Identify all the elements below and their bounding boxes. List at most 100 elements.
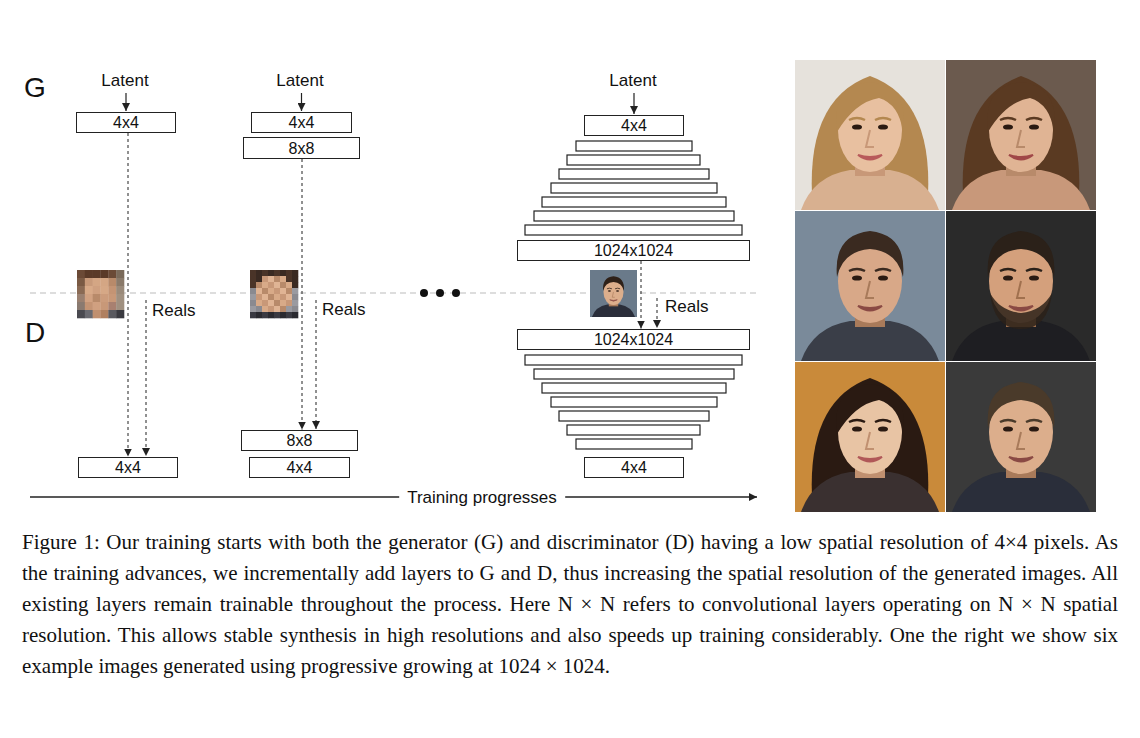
pixel — [250, 276, 256, 282]
pixel — [274, 270, 280, 276]
pixel — [256, 294, 262, 300]
network-letter: D — [25, 317, 45, 349]
layer-box: 8x8 — [243, 137, 360, 159]
pixel — [268, 300, 274, 306]
layer-box: 4x4 — [584, 457, 684, 478]
reals-label: Reals — [665, 297, 708, 317]
pixel — [108, 302, 116, 310]
pixel — [292, 288, 298, 294]
pixel — [262, 312, 268, 318]
layer-box: 8x8 — [241, 430, 358, 451]
pixel — [262, 270, 268, 276]
dashed-connector — [128, 133, 129, 457]
pixel — [280, 294, 286, 300]
pixel — [292, 294, 298, 300]
pixel — [101, 302, 109, 310]
pixel — [85, 294, 93, 302]
pixel — [108, 286, 116, 294]
layer-box: 4x4 — [76, 112, 176, 133]
layer-bar — [551, 397, 717, 407]
pixel — [85, 278, 93, 286]
pixel — [116, 302, 124, 310]
pixel — [292, 282, 298, 288]
pixel — [268, 312, 274, 318]
layer-box: 4x4 — [78, 457, 178, 478]
pixel — [116, 294, 124, 302]
latent-arrow — [301, 93, 302, 111]
pixel — [108, 310, 116, 318]
pixel — [292, 276, 298, 282]
progress-arrow — [30, 496, 757, 497]
pixel — [116, 286, 124, 294]
pixel — [77, 310, 85, 318]
pixel — [93, 302, 101, 310]
pixel — [256, 282, 262, 288]
pixel — [250, 270, 256, 276]
pixel — [274, 294, 280, 300]
reals-arrow — [657, 298, 658, 328]
dashed-connector — [302, 159, 303, 430]
pixel — [256, 306, 262, 312]
pixel — [280, 288, 286, 294]
latent-arrow — [125, 93, 126, 111]
layer-label: 4x4 — [621, 458, 647, 477]
face-image — [795, 60, 945, 210]
pixel — [108, 278, 116, 286]
figure-caption: Figure 1: Our training starts with both … — [22, 527, 1118, 682]
pixel — [77, 270, 85, 278]
pixel — [292, 270, 298, 276]
layer-bar — [525, 355, 742, 365]
layer-bar — [542, 197, 726, 207]
layer-bar — [551, 183, 717, 193]
layer-bar — [534, 369, 734, 379]
layer-bar — [576, 141, 692, 151]
layer-label: 4x4 — [287, 458, 313, 477]
pixel — [85, 310, 93, 318]
ellipsis-dot — [452, 289, 460, 297]
pixel — [93, 310, 101, 318]
layer-label: 4x4 — [621, 116, 647, 135]
pixel — [268, 270, 274, 276]
pixel — [101, 270, 109, 278]
pixel — [85, 270, 93, 278]
layer-label: 1024x1024 — [594, 330, 673, 349]
pixel — [250, 288, 256, 294]
face-image — [795, 362, 945, 512]
layer-bar — [567, 425, 700, 435]
pixel — [268, 276, 274, 282]
layer-box: 4x4 — [584, 115, 684, 136]
pixel — [256, 288, 262, 294]
pixel — [286, 300, 292, 306]
pixel — [85, 286, 93, 294]
pixel — [268, 288, 274, 294]
pixel — [77, 302, 85, 310]
pixel — [286, 306, 292, 312]
latent-arrow — [633, 93, 634, 114]
pixel — [101, 278, 109, 286]
pixel — [292, 300, 298, 306]
pixel — [101, 294, 109, 302]
layer-label: 4x4 — [115, 458, 141, 477]
pixel — [274, 312, 280, 318]
pixel — [262, 288, 268, 294]
pixel — [116, 270, 124, 278]
pixel — [250, 282, 256, 288]
pixel — [77, 286, 85, 294]
layer-box: 1024x1024 — [517, 240, 750, 261]
pixel — [274, 288, 280, 294]
pixel — [77, 278, 85, 286]
pixel — [256, 270, 262, 276]
ellipsis-dot — [420, 289, 428, 297]
layer-bar — [542, 383, 726, 393]
input-label: Latent — [101, 71, 148, 91]
pixel — [274, 276, 280, 282]
pixel — [274, 282, 280, 288]
pixel — [262, 276, 268, 282]
pixel — [262, 306, 268, 312]
reals-label: Reals — [322, 300, 365, 320]
divider-line — [30, 292, 760, 293]
input-label: Latent — [609, 71, 656, 91]
pixel — [292, 306, 298, 312]
pixel — [280, 306, 286, 312]
pixel — [286, 312, 292, 318]
